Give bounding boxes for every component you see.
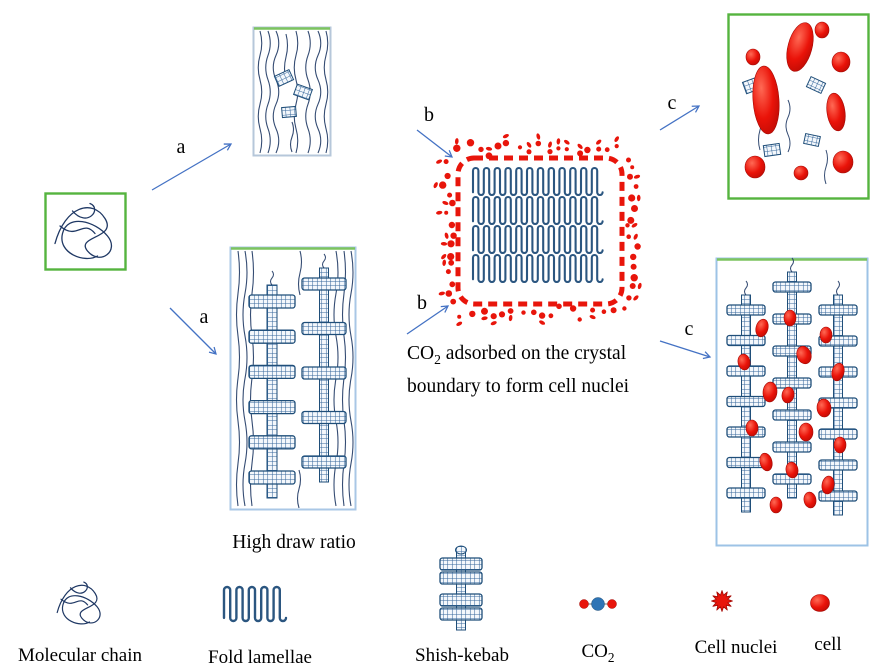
arrow-label-a2: a (199, 306, 209, 328)
legend-label-cell-nuclei: Cell nuclei (694, 637, 778, 658)
arrow-a1 (151, 143, 233, 191)
caption-co2-adsorption: CO2 adsorbed on the crystal boundary to … (407, 340, 697, 400)
arrow-c2 (659, 340, 712, 360)
co2-nuclei-structure (433, 133, 642, 326)
arrow-label-a1: a (176, 136, 186, 158)
legend-label-molecular-chain: Molecular chain (18, 645, 142, 666)
arrow-a2 (169, 307, 217, 355)
entangled-chains-box (252, 26, 332, 157)
arrow-label-c1: c (667, 92, 677, 114)
legend-molecular-chain-icon (56, 581, 101, 625)
legend-co2-subscript: 2 (607, 649, 615, 665)
nucleated-cells-drawing (741, 21, 854, 185)
arrow-label-c2: c (684, 318, 694, 340)
legend-co2-icon (579, 597, 617, 611)
caption-co2-line1: adsorbed on the crystal (440, 343, 627, 364)
arrow-c1 (659, 105, 701, 131)
caption-co2-subscript: 2 (434, 351, 441, 367)
legend-shish-kebab-icon (439, 545, 483, 631)
legend-co2-text: CO (581, 641, 608, 662)
arrow-b1 (416, 129, 454, 158)
caption-co2-line2: boundary to form cell nuclei (407, 375, 630, 397)
legend-cell-nuclei-icon (711, 590, 733, 612)
foamed-structure-drawing (726, 257, 858, 516)
arrow-b2 (406, 305, 450, 335)
caption-high-draw-ratio: High draw ratio (232, 532, 356, 553)
caption-co2-prefix: CO (407, 343, 435, 364)
high-draw-drawing (235, 250, 354, 509)
legend-label-shish-kebab: Shish-kebab (415, 645, 509, 666)
legend-fold-lamellae-icon (222, 585, 288, 623)
entangled-chains-drawing (257, 30, 329, 154)
arrow-label-b1: b (424, 104, 434, 126)
legend-label-cell: cell (814, 634, 842, 655)
arrow-label-b2: b (417, 292, 427, 314)
legend-label-co2: CO2 (570, 641, 626, 669)
legend-cell-icon (810, 594, 830, 612)
legend-label-fold-lamellae: Fold lamellae (208, 647, 312, 668)
molecular-chain-drawing (54, 202, 113, 260)
